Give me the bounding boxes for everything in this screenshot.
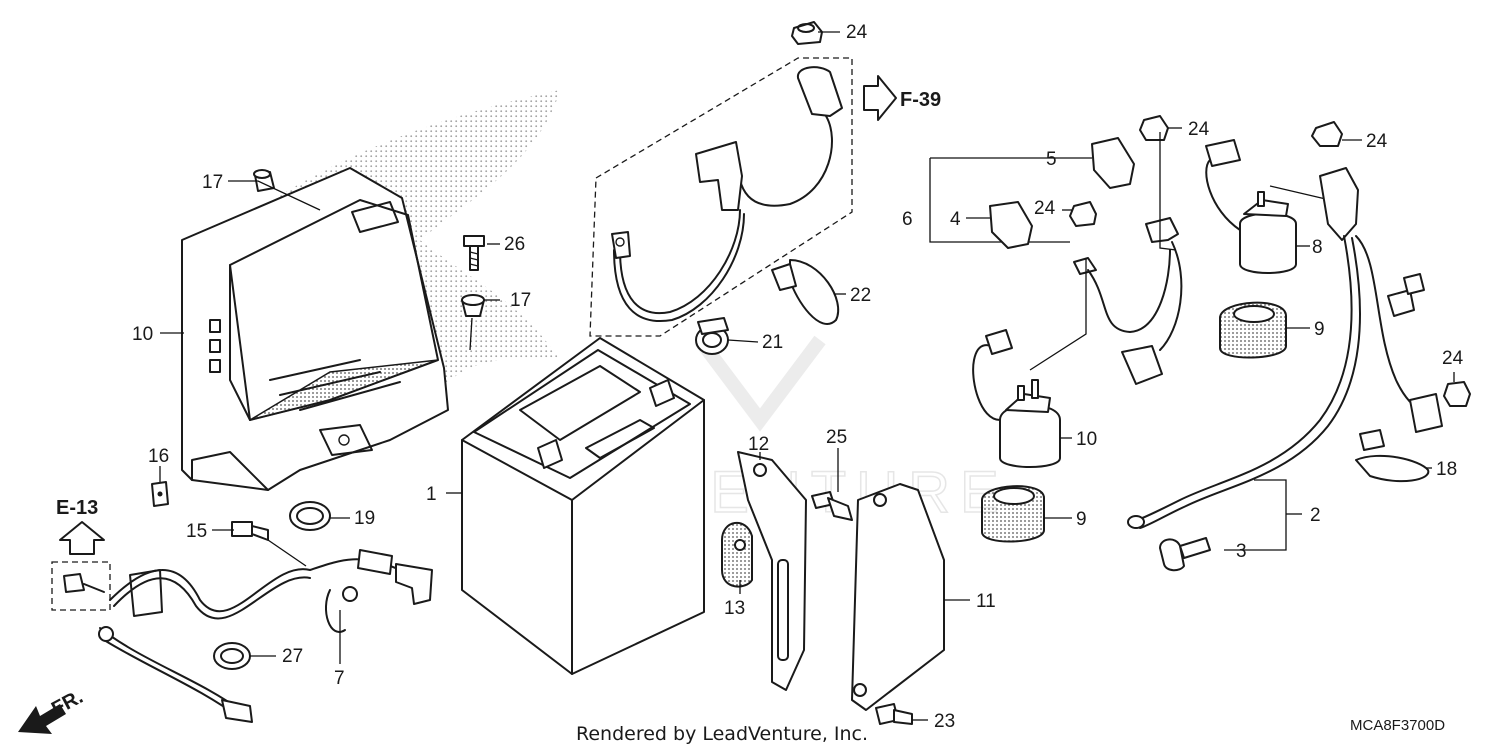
clamp-21 <box>695 317 729 355</box>
bolt-26 <box>463 235 485 271</box>
callout-19: 19 <box>354 508 375 529</box>
cover-12 <box>851 483 945 711</box>
callout-25: 25 <box>826 427 847 448</box>
callout-13: 12 <box>748 434 769 455</box>
sub-harness-7 <box>98 549 433 723</box>
f39-arrow-icon <box>863 75 897 121</box>
relay-rubber-9a <box>1219 301 1287 359</box>
battery-cable-2 <box>1127 167 1443 529</box>
callout-6: 6 <box>902 209 913 230</box>
nut-24d <box>1311 121 1343 147</box>
callout-21: 21 <box>762 332 783 353</box>
callout-7: 7 <box>334 668 345 689</box>
battery-stay-13 <box>737 451 807 691</box>
callout-2: 2 <box>1310 505 1321 526</box>
callout-27: 27 <box>282 646 303 667</box>
callout-15: 15 <box>186 521 207 542</box>
grommet-17b <box>461 294 485 317</box>
callout-8: 8 <box>1312 237 1323 258</box>
front-arrow-icon <box>18 704 66 734</box>
callout-4: 4 <box>950 209 961 230</box>
callout-24-right: 24 <box>1366 131 1388 152</box>
callout-18: 18 <box>1436 459 1457 480</box>
callout-9-upper: 9 <box>1314 319 1325 340</box>
callout-labels: 24 17 26 17 10 16 15 19 27 7 1 21 22 12 … <box>132 22 1464 732</box>
starter-relay-10 <box>972 329 1061 468</box>
bolt-3 <box>1159 537 1211 572</box>
nut-24a <box>791 21 823 45</box>
callout-3: 3 <box>1236 541 1247 562</box>
band-27 <box>213 642 251 670</box>
callout-26: 26 <box>504 234 525 255</box>
callout-22: 22 <box>850 285 871 306</box>
rendered-by-credit: Rendered by LeadVenture, Inc. <box>576 723 868 745</box>
callout-9-lower: 9 <box>1076 509 1087 530</box>
callout-14: 13 <box>724 598 745 619</box>
terminal-cap-4 <box>989 201 1033 249</box>
battery-box <box>181 167 449 491</box>
callout-24-top: 24 <box>846 22 868 43</box>
nut-24c <box>1139 115 1169 141</box>
callout-16: 16 <box>148 446 169 467</box>
relay-rubber-9b <box>981 485 1045 543</box>
clip-16 <box>151 481 169 507</box>
callout-24-mid: 24 <box>1034 198 1056 219</box>
nut-24e <box>1443 381 1471 407</box>
bolt-23 <box>875 703 913 725</box>
callout-24-far: 24 <box>1442 348 1464 369</box>
nut-24b <box>1069 201 1097 227</box>
e13-reference-box <box>51 561 111 611</box>
up-arrow-icon <box>59 521 105 555</box>
callout-17-left: 17 <box>202 172 223 193</box>
ref-f39: F-39 <box>900 89 941 111</box>
callout-5: 5 <box>1046 149 1057 170</box>
callout-24-relay: 24 <box>1188 119 1210 140</box>
bolt-15 <box>231 521 269 541</box>
battery-cable-group <box>589 57 853 337</box>
diagram-code: MCA8F3700D <box>1350 717 1445 734</box>
band-22 <box>771 259 840 325</box>
terminal-cap-5 <box>1091 137 1135 189</box>
band-19 <box>289 501 331 531</box>
rubber-pad-14 <box>721 521 753 588</box>
bolt-25 <box>811 491 853 521</box>
callout-11: 10 <box>132 324 153 345</box>
band-clip-18 <box>1355 429 1430 483</box>
callout-1: 1 <box>426 484 437 505</box>
callout-23: 23 <box>934 711 955 732</box>
cable-6 <box>1073 217 1183 385</box>
callout-17-right: 17 <box>510 290 531 311</box>
ref-e13: E-13 <box>56 497 98 519</box>
callout-12: 11 <box>976 591 996 612</box>
battery <box>461 337 705 675</box>
callout-10: 10 <box>1076 429 1097 450</box>
leader-lines <box>159 31 1455 721</box>
starter-relay-8 <box>1205 139 1331 274</box>
